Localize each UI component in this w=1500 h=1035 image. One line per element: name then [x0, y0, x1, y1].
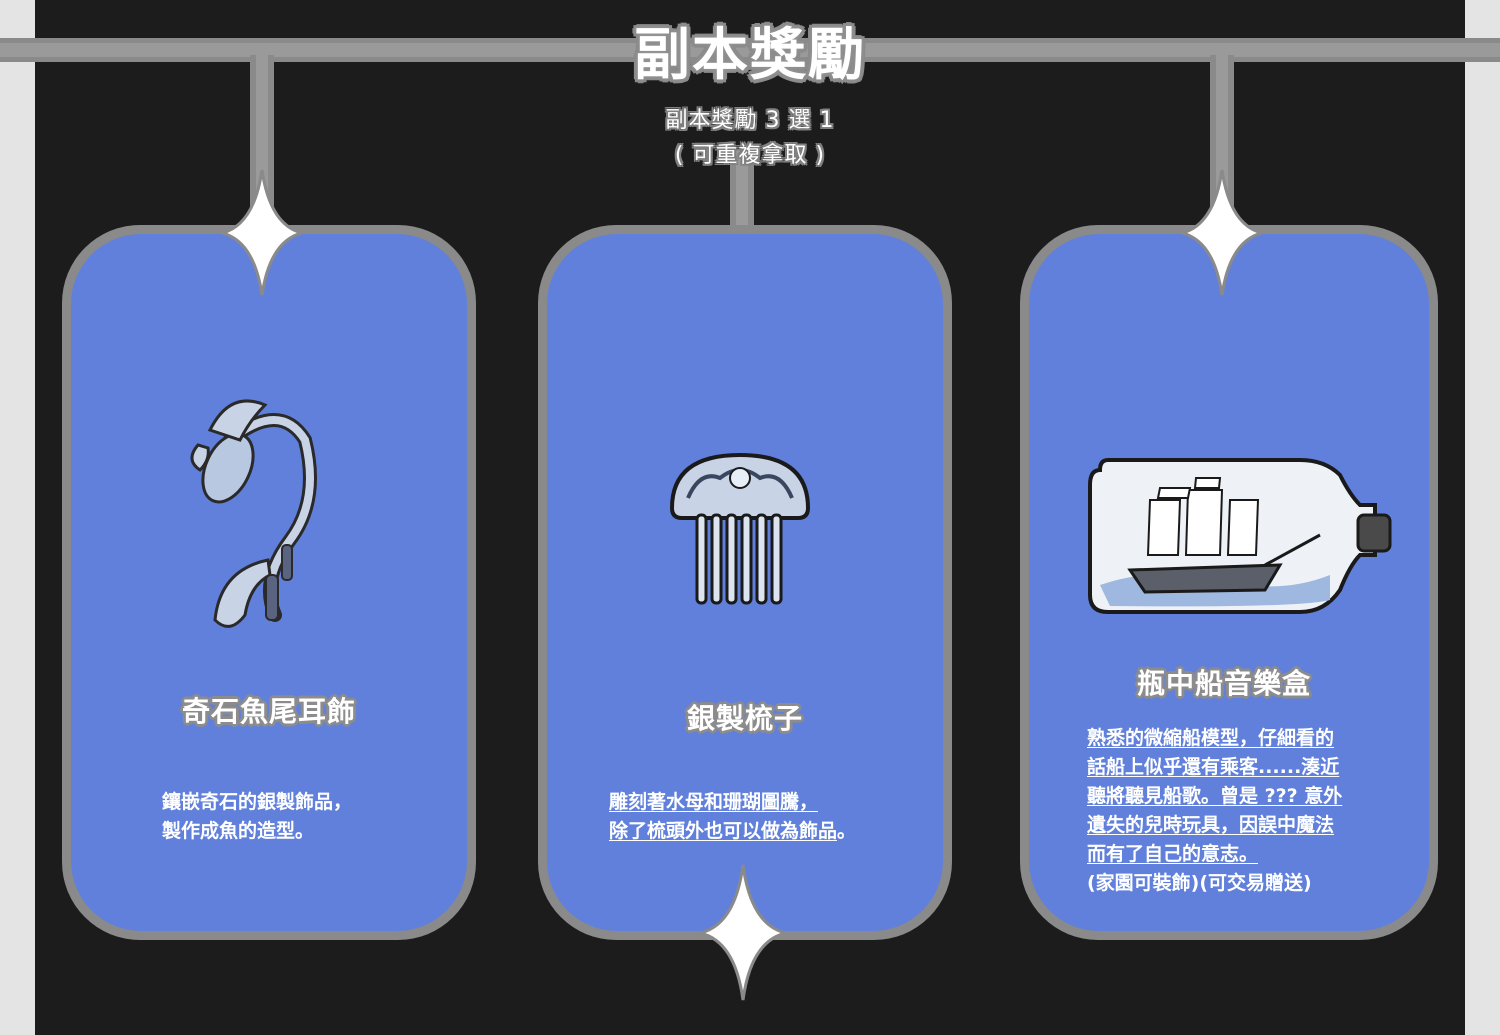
card-description-3: 熟悉的微縮船模型，仔細看的 話船上似乎還有乘客......湊近 聽將聽見船歌。曾…	[1087, 724, 1342, 898]
card-title-1: 奇石魚尾耳飾	[181, 695, 356, 728]
card-title-3: 瓶中船音樂盒	[1136, 667, 1311, 700]
page-subtitle-note: ( 可重複拿取 )	[674, 143, 826, 168]
description-line: 雕刻著水母和珊瑚圖騰，	[609, 791, 819, 813]
description-line: 而有了自己的意志。	[1087, 843, 1259, 865]
page-subtitle: 副本獎勵 3 選 1	[665, 108, 835, 133]
sparkle-icon	[1181, 169, 1263, 296]
description-line: 話船上似乎還有乘客......湊近	[1087, 756, 1340, 778]
description-line: 聽將聽見船歌。曾是 ??? 意外	[1087, 785, 1343, 807]
sparkle-icon	[699, 864, 787, 1001]
card-title-2: 銀製梳子	[686, 702, 803, 735]
description-line: 製作成魚的造型。	[162, 820, 315, 842]
fish-tail-earring-icon	[190, 399, 317, 628]
card-description-2: 雕刻著水母和珊瑚圖騰， 除了梳頭外也可以做為飾品。	[609, 788, 856, 846]
card-description-1: 鑲嵌奇石的銀製飾品， 製作成魚的造型。	[162, 788, 352, 846]
description-line: 熟悉的微縮船模型，仔細看的	[1087, 727, 1335, 749]
description-line: (家園可裝飾)(可交易贈送)	[1087, 872, 1312, 894]
ship-in-bottle-icon	[1088, 458, 1392, 614]
silver-comb-icon	[669, 452, 811, 605]
description-line: 鑲嵌奇石的銀製飾品，	[162, 791, 353, 813]
sparkle-icon	[221, 169, 303, 296]
page-title: 副本獎勵	[634, 23, 866, 88]
description-line: 除了梳頭外也可以做為飾品	[609, 820, 838, 842]
description-line: 遺失的兒時玩具，因誤中魔法	[1087, 814, 1335, 836]
description-line: 。	[837, 820, 857, 842]
